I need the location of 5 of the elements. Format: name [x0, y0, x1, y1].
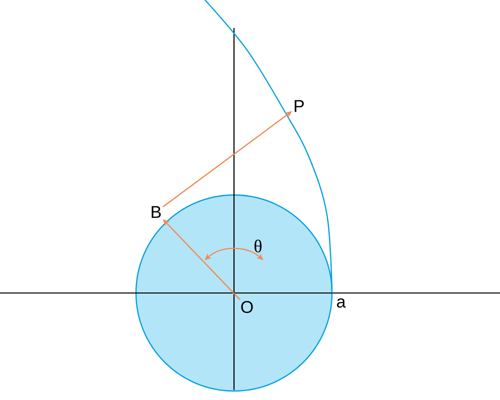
point-label: O: [241, 300, 253, 314]
point-label: a: [337, 298, 346, 308]
angle-label: θ: [254, 240, 262, 252]
point-label: P: [294, 100, 304, 112]
point-label: B: [152, 206, 161, 218]
